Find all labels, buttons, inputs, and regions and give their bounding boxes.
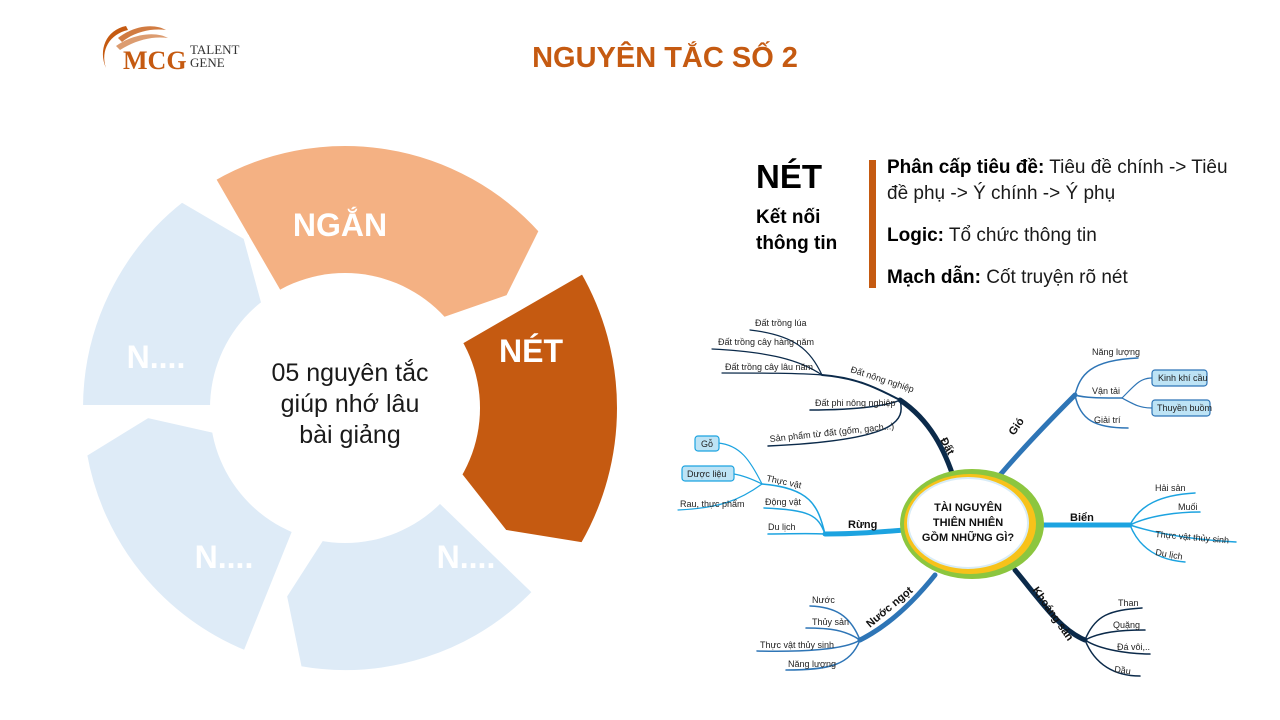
- node-quang: Quặng: [1113, 620, 1140, 630]
- logo-line1: TALENT: [190, 42, 240, 57]
- node-thuc-vat-thuy-sinh: Thực vật thủy sinh: [760, 640, 834, 650]
- node-duoc-lieu: Dược liệu: [687, 469, 726, 479]
- node-dat-nong-nghiep: Đất nông nghiệp: [849, 364, 915, 394]
- principle-item: Phân cấp tiêu đề: Tiêu đề chính -> Tiêu …: [887, 157, 1228, 204]
- node-nuoc: Nước: [812, 595, 835, 605]
- logo-line2: GENE: [190, 55, 225, 70]
- cycle-center-text: 05 nguyên tắc giúp nhớ lâu bài giảng: [271, 359, 429, 449]
- branch-dat: Đất: [937, 436, 956, 458]
- node-du-lich-bien: Du lịch: [1155, 547, 1184, 562]
- node-van-tai: Vận tải: [1092, 386, 1120, 396]
- company-logo: MCG TALENT GENE: [96, 20, 256, 80]
- principle-item: Logic: Tổ chức thông tin: [887, 225, 1097, 246]
- segment-net: [453, 266, 623, 549]
- node-dat-trong-lua: Đất trồng lúa: [755, 318, 807, 328]
- node-than: Than: [1118, 598, 1139, 608]
- mindmap-center-line3: GỒM NHỮNG GÌ?: [922, 531, 1015, 544]
- node-thuyen-buom: Thuyền buồm: [1157, 403, 1212, 413]
- node-thuc-vat-thuy-sinh-bien: Thực vật thủy sinh: [1155, 529, 1230, 545]
- node-thuy-san: Thủy sản: [812, 617, 849, 627]
- node-dat-phi-nong-nghiep: Đất phi nông nghiệp: [815, 398, 896, 408]
- branch-khoang-san: Khoáng sản: [1030, 585, 1076, 644]
- node-nang-luong-gio: Năng lượng: [1092, 347, 1140, 357]
- node-rau-thuc-pham: Rau, thực phẩm: [680, 499, 745, 509]
- branch-bien: Biển: [1070, 512, 1094, 524]
- node-nang-luong-nuoc: Năng lượng: [788, 659, 836, 669]
- segment-label-net: NÉT: [499, 333, 563, 369]
- node-dau: Dầu: [1114, 664, 1132, 676]
- node-kinh-khi-cau: Kinh khí cầu: [1158, 373, 1208, 383]
- segment-label-n5: N....: [127, 339, 186, 375]
- principle-heading: NÉT: [756, 158, 822, 195]
- principle-list: Phân cấp tiêu đề: Tiêu đề chính -> Tiêu …: [887, 155, 1247, 307]
- node-du-lich-rung: Du lịch: [768, 522, 796, 532]
- node-dat-cay-lau-nam: Đất trồng cây lâu năm: [725, 362, 813, 372]
- accent-bar: [869, 160, 876, 288]
- mindmap-center-line1: TÀI NGUYÊN: [934, 501, 1002, 514]
- node-hai-san: Hải sản: [1155, 483, 1186, 493]
- segment-label-n4: N....: [195, 539, 254, 575]
- node-da-voi: Đá vôi,..: [1117, 642, 1150, 652]
- node-muoi: Muối: [1178, 502, 1198, 512]
- slide-title: NGUYÊN TẮC SỐ 2: [532, 42, 798, 74]
- node-dat-cay-hang-nam: Đất trồng cây hàng năm: [718, 337, 814, 347]
- principle-item: Mạch dẫn: Cốt truyện rõ nét: [887, 267, 1128, 288]
- node-go: Gỗ: [701, 439, 713, 449]
- segment-label-n3: N....: [437, 539, 496, 575]
- branch-gio: Gió: [1007, 416, 1028, 438]
- mindmap-center-line2: THIÊN NHIÊN: [933, 516, 1003, 529]
- segment-label-ngan: NGẮN: [293, 207, 387, 243]
- branch-rung: Rừng: [848, 519, 877, 531]
- logo-brand: MCG: [123, 46, 187, 75]
- mind-map: TÀI NGUYÊN THIÊN NHIÊN GỒM NHỮNG GÌ? Đất…: [677, 318, 1237, 677]
- node-dong-vat: Động vật: [765, 497, 802, 507]
- node-giai-tri: Giải trí: [1094, 415, 1121, 425]
- principle-subheading: Kết nối thông tin: [756, 207, 838, 254]
